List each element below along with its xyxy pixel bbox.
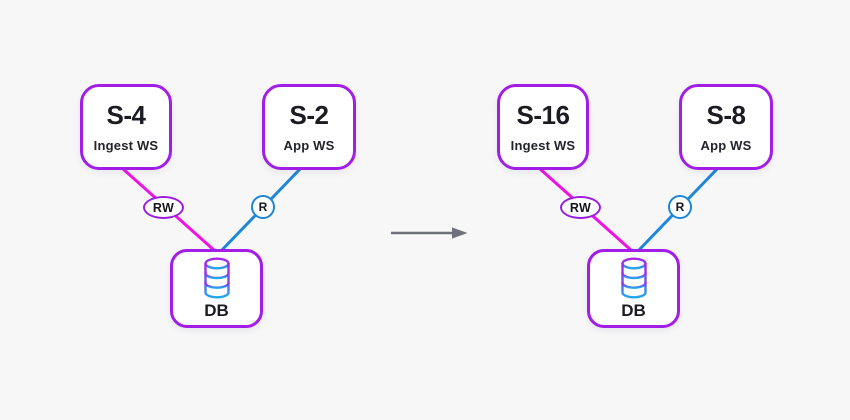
read-edge-badge: R bbox=[251, 195, 275, 219]
node-app-ws: S-8 App WS bbox=[679, 84, 773, 170]
cluster-diagram-after: S-16 Ingest WS S-8 App WS DB RW R bbox=[497, 84, 773, 334]
write-edge-badge: RW bbox=[143, 196, 184, 219]
node-title: S-16 bbox=[516, 99, 570, 130]
read-edge-badge: R bbox=[668, 195, 692, 219]
node-subtitle: Ingest WS bbox=[510, 137, 576, 153]
db-label: DB bbox=[621, 300, 646, 320]
node-ingest-ws: S-16 Ingest WS bbox=[497, 84, 589, 170]
node-title: S-4 bbox=[106, 99, 146, 130]
node-subtitle: App WS bbox=[283, 137, 335, 153]
node-subtitle: Ingest WS bbox=[93, 137, 159, 153]
node-title: S-8 bbox=[706, 99, 746, 130]
node-db: DB bbox=[587, 249, 680, 328]
database-icon bbox=[203, 256, 230, 298]
node-db: DB bbox=[170, 249, 263, 328]
transition-arrow-icon bbox=[391, 227, 468, 239]
database-icon bbox=[620, 256, 647, 298]
node-app-ws: S-2 App WS bbox=[262, 84, 356, 170]
node-title: S-2 bbox=[289, 99, 329, 130]
node-ingest-ws: S-4 Ingest WS bbox=[80, 84, 172, 170]
write-edge-badge: RW bbox=[560, 196, 601, 219]
db-label: DB bbox=[204, 300, 229, 320]
cluster-diagram-before: S-4 Ingest WS S-2 App WS DB RW R bbox=[80, 84, 356, 334]
node-subtitle: App WS bbox=[700, 137, 752, 153]
